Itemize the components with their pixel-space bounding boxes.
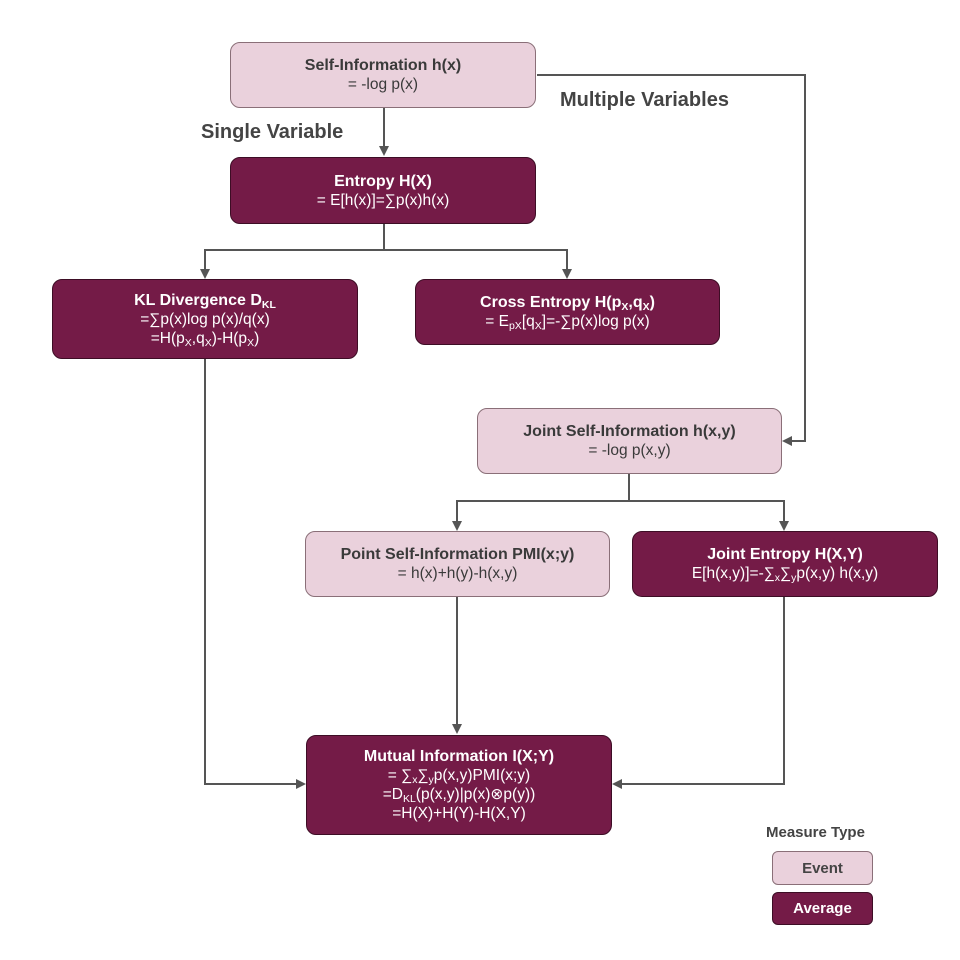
- node-cross-title: Cross Entropy H(pX,qX): [480, 294, 655, 313]
- node-mutual-formula-1: = ∑x∑yp(x,y)PMI(x;y): [387, 767, 531, 786]
- node-kl-formula-2: =H(pX,qX)-H(pX): [150, 329, 260, 349]
- arrow-entropy-to-cross: [384, 249, 572, 279]
- node-self-information-formula: = -log p(x): [347, 76, 419, 93]
- legend-event-swatch: Event: [772, 851, 873, 885]
- node-joint-entropy: Joint Entropy H(X,Y) E[h(x,y)]=-∑x∑yp(x,…: [632, 531, 938, 597]
- node-joint-entropy-title: Joint Entropy H(X,Y): [707, 546, 863, 563]
- node-cross-entropy: Cross Entropy H(pX,qX) = EpX[qX]=-∑p(x)l…: [415, 279, 720, 345]
- node-entropy: Entropy H(X) = E[h(x)]=∑p(x)h(x): [230, 157, 536, 224]
- arrow-jentropy-to-mutual: [612, 597, 785, 789]
- node-pmi-formula: = h(x)+h(y)-h(x,y): [397, 565, 518, 582]
- line-entropy-split: [200, 224, 385, 279]
- node-entropy-title: Entropy H(X): [334, 172, 432, 190]
- node-cross-formula: = EpX[qX]=-∑p(x)log p(x): [485, 313, 650, 332]
- node-mutual-title: Mutual Information I(X;Y): [363, 748, 555, 765]
- node-pmi-title: Point Self-Information PMI(x;y): [340, 546, 575, 563]
- node-joint-self-information: Joint Self-Information h(x,y) = -log p(x…: [477, 408, 782, 474]
- node-mutual-formula-2: =DKL(p(x,y)|p(x)⊗p(y)): [382, 786, 536, 805]
- node-joint-self-title: Joint Self-Information h(x,y): [523, 423, 736, 440]
- node-mutual-formula-3: =H(X)+H(Y)-H(X,Y): [392, 805, 526, 822]
- arrow-kl-to-mutual: [204, 359, 306, 789]
- node-kl-title: KL Divergence DKL: [134, 291, 276, 311]
- node-joint-entropy-formula: E[h(x,y)]=-∑x∑yp(x,y) h(x,y): [691, 565, 879, 584]
- node-mutual-information: Mutual Information I(X;Y) = ∑x∑yp(x,y)PM…: [306, 735, 612, 835]
- node-joint-self-formula: = -log p(x,y): [588, 442, 671, 459]
- node-kl-formula-1: =∑p(x)log p(x)/q(x): [140, 310, 270, 328]
- node-self-information: Self-Information h(x) = -log p(x): [230, 42, 536, 108]
- label-multiple-variables: Multiple Variables: [560, 89, 729, 111]
- node-kl-divergence: KL Divergence DKL =∑p(x)log p(x)/q(x) =H…: [52, 279, 358, 359]
- legend-average-swatch: Average: [772, 892, 873, 925]
- node-self-information-title: Self-Information h(x): [304, 57, 462, 74]
- arrow-joint-to-jentropy: [629, 500, 789, 531]
- arrow-self-to-joint: [537, 74, 806, 446]
- label-single-variable: Single Variable: [201, 121, 344, 143]
- line-joint-split: [452, 474, 630, 531]
- legend-title: Measure Type: [766, 824, 865, 841]
- node-pmi: Point Self-Information PMI(x;y) = h(x)+h…: [305, 531, 610, 597]
- node-entropy-formula: = E[h(x)]=∑p(x)h(x): [316, 191, 450, 209]
